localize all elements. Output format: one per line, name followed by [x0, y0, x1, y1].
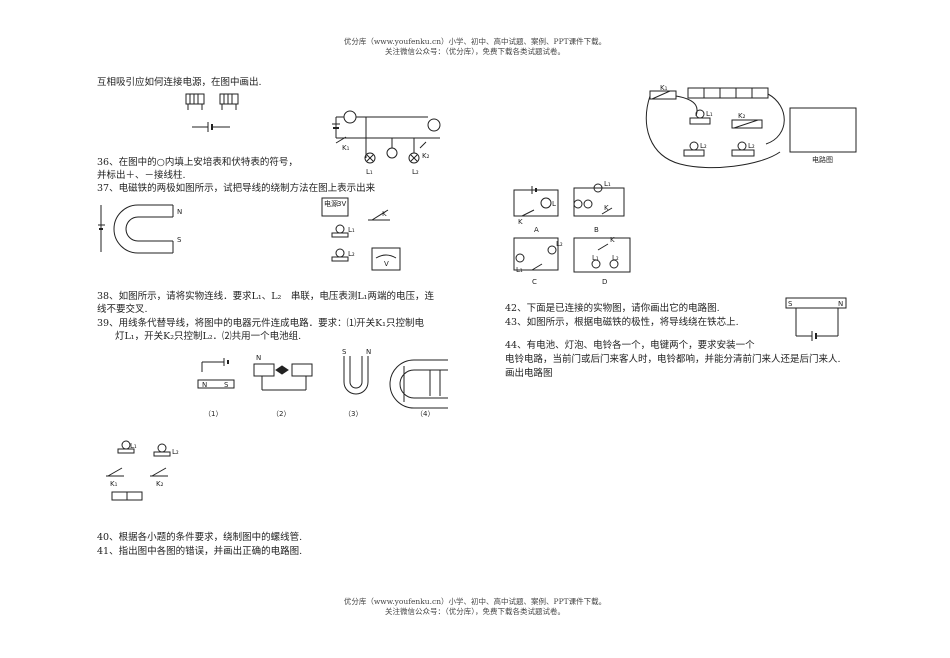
q41-label-k-b: K [604, 204, 609, 212]
q42-text: 42、下面是已连接的实物图，请你画出它的电路图. [505, 303, 720, 314]
q36-line-1: 36、在图中的○内填上安培表和伏特表的符号， [97, 157, 298, 168]
q41-label-l1-c: L₁ [516, 266, 523, 274]
q36-label-k1: K₁ [342, 144, 350, 152]
q44-line-3: 画出电路图 [505, 368, 553, 379]
q38-label-v: V [384, 260, 389, 268]
q36-meter-circuit: K₁ K₂ L₁ L₂ [330, 108, 445, 176]
footer-line-2: 关注微信公众号：（优分库），免费下载各类试题试卷。 [385, 607, 565, 616]
q43-text: 43、如图所示，根据电磁铁的极性，将导线绕在铁芯上. [505, 317, 739, 328]
q41-label-k-a: K [518, 218, 523, 226]
q39-label-k2: K₂ [156, 480, 164, 488]
q40-solenoid-row: N S N S N （1） （2） （3） （4） [196, 348, 476, 418]
q41-label-a: A [534, 226, 539, 234]
q40-3-label-s: S [342, 348, 347, 356]
q37-label-n: N [177, 208, 182, 216]
q37-text: 37、电磁铁的两极如图所示，试把导线的绕制方法在图上表示出来 [97, 183, 376, 194]
q36-line-2: 并标出＋、－接线柱. [97, 170, 186, 181]
q41-label-c: C [532, 278, 537, 286]
q39-components: L₁ L₂ K₁ K₂ [100, 438, 179, 506]
q37-label-s: S [177, 236, 182, 244]
q41-text: 41、指出图中各图的错误，并画出正确的电路图. [97, 546, 303, 557]
q42-label-l2: L₂ [700, 142, 707, 150]
q42-label-k1: K₁ [660, 84, 668, 92]
q38-label-l1: L₁ [348, 226, 355, 234]
q36-label-k2: K₂ [422, 152, 430, 160]
q38-line-2: 线不要交叉. [97, 304, 148, 315]
header-line-1: 优分库（www.youfenku.cn）小学、初中、高中试题、案例、PPT课件下… [343, 37, 607, 46]
header-line-2: 关注微信公众号：（优分库），免费下载各类试题试卷。 [385, 47, 565, 56]
q39-line-1: 39、用线条代替导线，将图中的电器元件连成电路．要求：⑴开关K₁只控制电 [97, 318, 424, 329]
q40-sub-1: （1） [204, 410, 222, 418]
q38-apparatus: 电源 3V K L₁ L₂ V [320, 196, 405, 276]
q36-label-l1: L₁ [366, 168, 373, 176]
q37-electromagnet: N S [98, 197, 182, 259]
q40-text: 40、根据各小题的条件要求，绕制图中的螺线管. [97, 532, 303, 543]
q40-1-label-s: S [224, 381, 229, 389]
q43-label-n: N [838, 300, 843, 308]
q38-label-l2: L₂ [348, 250, 355, 258]
q35-solenoids-figure [180, 90, 250, 135]
q35-tail: 互相吸引应如何连接电源，在图中画出. [97, 77, 262, 88]
q39-label-l2: L₂ [172, 448, 179, 456]
q41-label-l1-b: L₁ [604, 180, 611, 188]
q39-label-l1: L₁ [130, 442, 137, 450]
q41-label-l2-c: L₂ [556, 240, 563, 248]
q42-label-k2: K₂ [738, 112, 746, 120]
q44-line-2: 电铃电路，当前门或后门来客人时，电铃都响，并能分清前门来人还是后门来人. [505, 354, 841, 365]
q40-sub-2: （2） [272, 410, 290, 418]
q41-label-k-d: K [610, 236, 615, 244]
q42-label-l3: L₂ [748, 142, 755, 150]
q43-label-s: S [788, 300, 793, 308]
q42-label-l1: L₁ [706, 110, 713, 118]
q40-sub-4: （4） [416, 410, 434, 418]
q42-apparatus: K₁ L₁ K₂ L₂ L₂ 电路图 [640, 84, 865, 174]
q36-label-l2: L₂ [412, 168, 419, 176]
q41-label-b: B [594, 226, 599, 234]
q38-label-k: K [382, 210, 387, 218]
q39-label-k1: K₁ [110, 480, 118, 488]
q38-label-volt: 3V [337, 200, 346, 208]
q40-sub-3: （3） [344, 410, 362, 418]
footer-line-1: 优分库（www.youfenku.cn）小学、初中、高中试题、案例、PPT课件下… [343, 597, 607, 606]
q38-label-power: 电源 [324, 199, 338, 208]
q44-line-1: 44、有电池、灯泡、电铃各一个，电键两个，要求安装一个 [505, 340, 755, 351]
q38-line-1: 38、如图所示，请将实物连线．要求L₁、L₂ 串联，电压表测L₁两端的电压，连 [97, 291, 434, 302]
q40-1-label-n: N [202, 381, 207, 389]
q41-label-d: D [602, 278, 607, 286]
q40-3-label-n: N [366, 348, 371, 356]
q41-label-l2-d: L₂ [612, 254, 619, 262]
q41-label-l1-d: L₁ [592, 254, 599, 262]
q42-label-circuit-diagram: 电路图 [812, 155, 833, 164]
q41-label-l-a: L [552, 200, 556, 208]
q43-core-figure: S N [782, 296, 857, 346]
q41-circuits: K L A L₁ K B L₂ L₁ C K L₁ L₂ D [506, 180, 646, 286]
q39-line-2: 灯L₁，开关K₂只控制L₂．⑵共用一个电池组. [115, 331, 302, 342]
q40-2-label-n: N [256, 354, 261, 362]
